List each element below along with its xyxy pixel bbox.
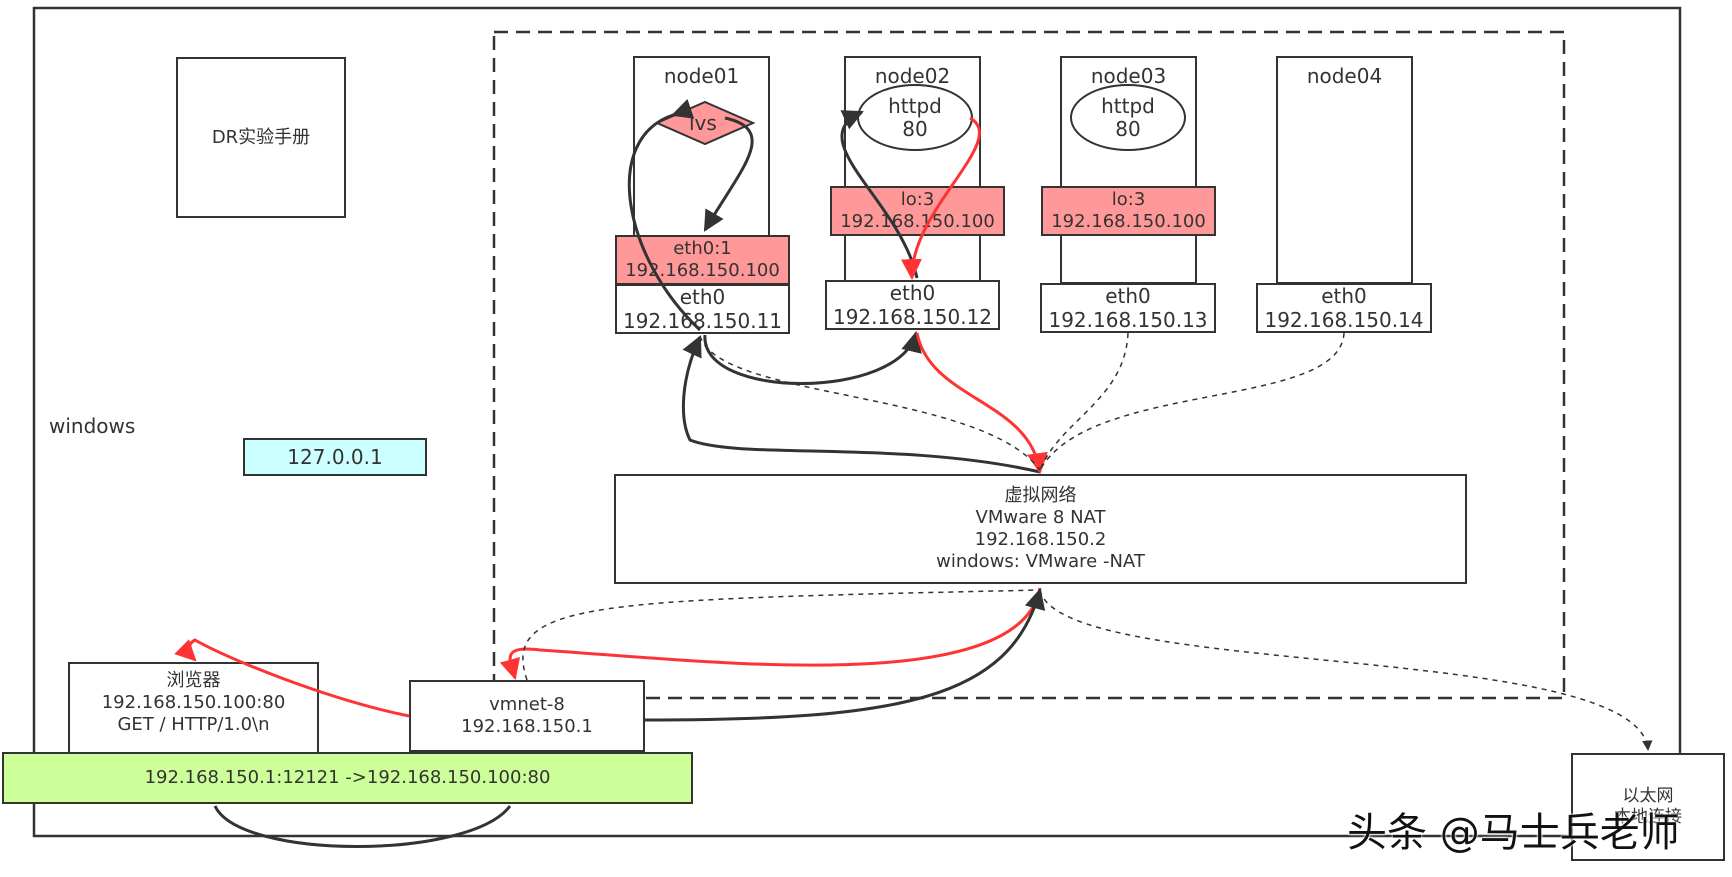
- browser-line3: GET / HTTP/1.0\n: [117, 713, 270, 735]
- node01-alias-ip: 192.168.150.100: [625, 260, 780, 281]
- node01-eth0-box: eth0 192.168.150.11: [615, 284, 790, 334]
- vmnet8-line1: vmnet-8: [489, 694, 565, 716]
- connection-label: 192.168.150.1:12121 ->192.168.150.100:80: [144, 767, 551, 789]
- ethernet-line1: 以太网: [1622, 786, 1674, 807]
- nat-network-box: 虚拟网络 VMware 8 NAT 192.168.150.2 windows:…: [614, 474, 1467, 584]
- node01-column: node01: [633, 56, 770, 240]
- node02-alias-name: lo:3: [900, 189, 935, 211]
- browser-line2: 192.168.150.100:80: [101, 691, 286, 713]
- browser-line1: 浏览器: [166, 670, 221, 691]
- node04-column: node04: [1276, 56, 1413, 284]
- node02-alias-ip: 192.168.150.100: [840, 211, 995, 232]
- node01-alias-box: eth0:1 192.168.150.100: [615, 235, 790, 285]
- loopback-box: 127.0.0.1: [243, 438, 427, 476]
- node03-alias-box: lo:3 192.168.150.100: [1041, 186, 1216, 236]
- manual-box: DR实验手册: [176, 57, 346, 218]
- node04-eth-name: eth0: [1321, 283, 1367, 308]
- httpd-node02: httpd 80: [857, 84, 973, 151]
- node03-eth-name: eth0: [1105, 283, 1151, 308]
- manual-box-label: DR实验手册: [211, 126, 311, 148]
- loopback-label: 127.0.0.1: [287, 444, 383, 469]
- nat-line4: windows: VMware -NAT: [936, 550, 1145, 572]
- node03-column: node03: [1060, 56, 1197, 284]
- windows-frame: [32, 6, 1682, 838]
- node02-eth-name: eth0: [889, 280, 936, 305]
- node02-eth0-box: eth0 192.168.150.12: [825, 280, 1000, 330]
- nat-line1: 虚拟网络: [1004, 485, 1077, 507]
- node02-alias-box: lo:3 192.168.150.100: [830, 186, 1005, 236]
- httpd-node03-name: httpd: [1101, 93, 1155, 118]
- vmnet8-box: vmnet-8 192.168.150.1: [409, 680, 645, 752]
- node04-eth-ip: 192.168.150.14: [1264, 308, 1424, 332]
- httpd-node02-name: httpd: [888, 93, 942, 118]
- browser-box: 浏览器 192.168.150.100:80 GET / HTTP/1.0\n: [68, 662, 319, 756]
- ethernet-line2: 本地连接: [1614, 807, 1682, 827]
- node03-alias-name: lo:3: [1111, 189, 1146, 211]
- httpd-node03-port: 80: [1115, 116, 1141, 141]
- connection-bar: 192.168.150.1:12121 ->192.168.150.100:80: [2, 752, 693, 804]
- node01-eth-name: eth0: [679, 284, 726, 309]
- node03-eth0-box: eth0 192.168.150.13: [1040, 283, 1216, 333]
- nat-line3: 192.168.150.2: [974, 529, 1107, 550]
- node04-eth0-box: eth0 192.168.150.14: [1256, 283, 1432, 333]
- node01-eth-ip: 192.168.150.11: [622, 309, 783, 333]
- node03-eth-ip: 192.168.150.13: [1048, 308, 1208, 332]
- httpd-node02-port: 80: [902, 116, 928, 141]
- node03-alias-ip: 192.168.150.100: [1051, 211, 1206, 232]
- lvs-label: lvs: [689, 111, 717, 135]
- node02-eth-ip: 192.168.150.12: [832, 305, 993, 329]
- node01-alias-name: eth0:1: [673, 238, 732, 260]
- nat-line2: VMware 8 NAT: [975, 507, 1106, 529]
- windows-label: windows: [49, 414, 136, 438]
- ethernet-box: 以太网 本地连接: [1571, 753, 1725, 861]
- httpd-node03: httpd 80: [1070, 84, 1186, 151]
- watermark-text: 头条 @马士兵老师: [1347, 810, 1680, 856]
- vmnet8-line2: 192.168.150.1: [461, 716, 593, 737]
- node01-title: node01: [663, 64, 740, 88]
- node04-title: node04: [1306, 64, 1383, 88]
